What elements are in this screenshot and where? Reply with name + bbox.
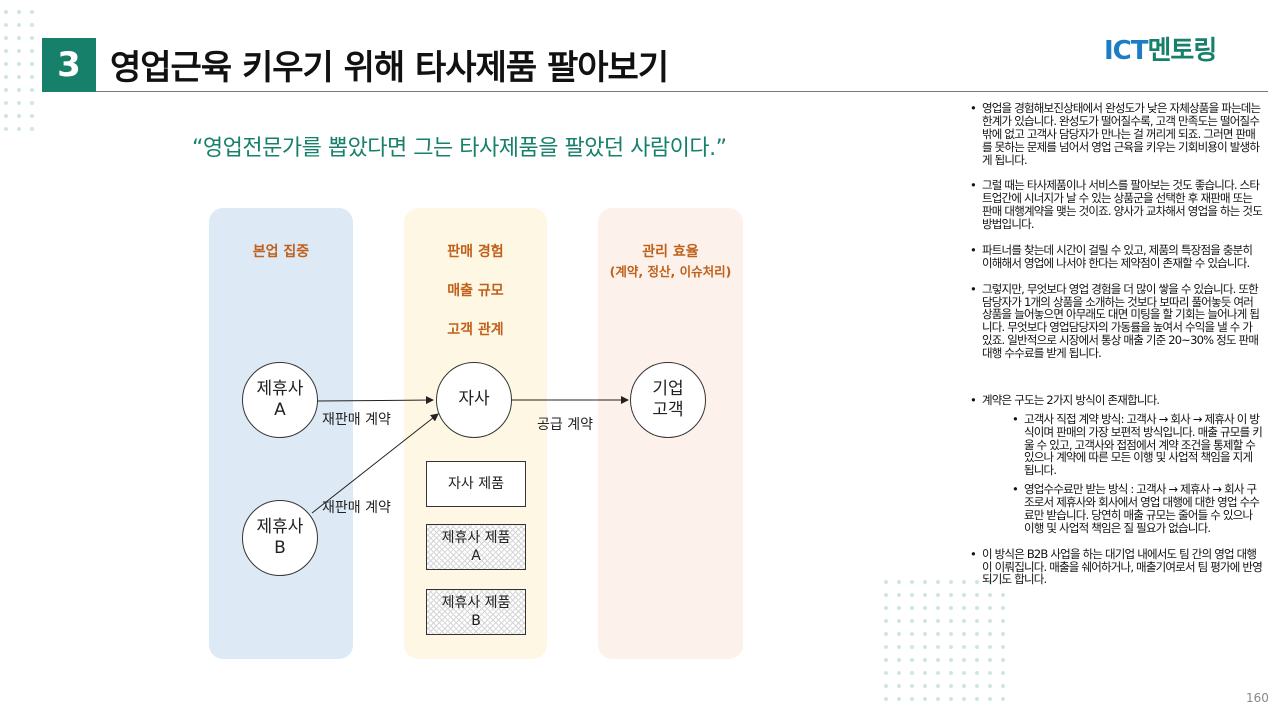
note-item: 그럴 때는 타사제품이나 서비스를 팔아보는 것도 좋습니다. 스타트업간에 시… xyxy=(968,179,1263,231)
node-enterprise-customer: 기업 고객 xyxy=(630,362,706,438)
note-item: 그렇지만, 무엇보다 영업 경험을 더 많이 쌓을 수 있습니다. 또한 담당자… xyxy=(968,282,1262,360)
arrow-partner-a-to-company xyxy=(316,396,434,405)
product-box-own: 자사 제품 xyxy=(426,461,526,507)
note-sub-item: 고객사 직접 계약 방식: 고객사 → 회사 → 제휴사 이 방식이며 판매의 … xyxy=(982,412,1263,477)
product-box-partner-b: 제휴사 제품 B xyxy=(426,589,526,635)
column-label: 본업 집중 xyxy=(252,244,310,260)
node-partner-b: 제휴사 B xyxy=(242,500,318,576)
edge-label-resale-a: 재판매 계약 xyxy=(322,412,391,428)
brand-logo: ICT멘토링 xyxy=(1104,30,1218,67)
note-text: 계약은 구도는 2가지 방식이 존재합니다. xyxy=(982,392,1160,407)
arrow-partner-b-to-company xyxy=(311,413,439,514)
node-partner-a: 제휴사 A xyxy=(242,362,318,438)
note-item: 계약은 구도는 2가지 방식이 존재합니다. 고객사 직접 계약 방식: 고객사… xyxy=(968,392,1263,535)
notes-panel: 영업을 경험해보진상태에서 완성도가 낮은 자체상품을 파는데는 한계가 있습니… xyxy=(968,102,1263,599)
column-label: 판매 경험 xyxy=(447,244,504,260)
node-company: 자사 xyxy=(436,362,512,438)
edge-label-resale-b: 재판매 계약 xyxy=(322,500,391,516)
note-item: 영업을 경험해보진상태에서 완성도가 낮은 자체상품을 파는데는 한계가 있습니… xyxy=(968,102,1262,166)
column-label: 고객 관계 xyxy=(447,322,504,338)
logo-ict: ICT xyxy=(1104,36,1148,66)
column-sublabel: (계약, 정산, 이슈처리) xyxy=(609,264,732,279)
column-label: 관리 효율 xyxy=(642,244,699,260)
note-item: 파트너를 찾는데 시간이 걸릴 수 있고, 제품의 특장점을 충분히 이해해서 … xyxy=(968,243,1262,270)
note-sub-item: 영업수수료만 받는 방식 : 고객사 → 제휴사 → 회사 구조로서 제휴사와 … xyxy=(982,483,1262,535)
page-number: 160 xyxy=(1246,691,1269,705)
column-label: 매출 규모 xyxy=(447,283,504,299)
logo-mentoring: 멘토링 xyxy=(1147,36,1218,66)
edge-label-supply: 공급 계약 xyxy=(537,417,593,433)
note-item: 이 방식은 B2B 사업을 하는 대기업 내에서도 팀 간의 영업 대행이 이뤄… xyxy=(968,547,1263,587)
quote: “영업전문가를 뽑았다면 그는 타사제품을 팔았던 사람이다.” xyxy=(192,136,727,161)
title-divider xyxy=(96,91,1268,92)
page-title: 영업근육 키우기 위해 타사제품 팔아보기 xyxy=(110,48,669,88)
section-number: 3 xyxy=(42,38,96,92)
product-box-partner-a: 제휴사 제품 A xyxy=(426,524,526,570)
